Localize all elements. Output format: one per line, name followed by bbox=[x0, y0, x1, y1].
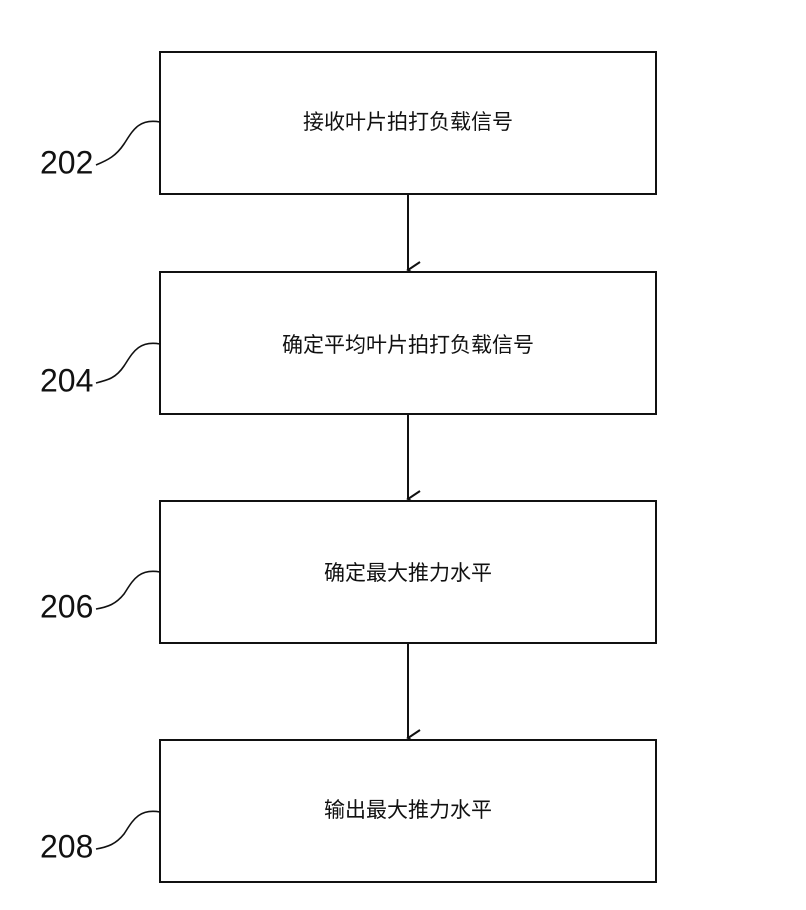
reference-number-208: 208 bbox=[40, 828, 93, 864]
step-208: 输出最大推力水平 208 bbox=[40, 740, 656, 882]
step-204: 确定平均叶片拍打负载信号 204 bbox=[40, 272, 656, 414]
step-206: 确定最大推力水平 206 bbox=[40, 501, 656, 643]
reference-number-206: 206 bbox=[40, 588, 93, 624]
process-label-206: 确定最大推力水平 bbox=[324, 561, 492, 585]
step-202: 接收叶片拍打负载信号 202 bbox=[40, 52, 656, 194]
leader-line-208 bbox=[96, 811, 160, 849]
process-label-204: 确定平均叶片拍打负载信号 bbox=[282, 333, 534, 357]
process-label-202: 接收叶片拍打负载信号 bbox=[303, 110, 513, 134]
leader-line-202 bbox=[96, 121, 160, 165]
process-label-208: 输出最大推力水平 bbox=[324, 798, 492, 822]
leader-line-204 bbox=[96, 343, 160, 383]
reference-number-202: 202 bbox=[40, 144, 93, 180]
reference-number-204: 204 bbox=[40, 362, 93, 398]
leader-line-206 bbox=[96, 571, 160, 609]
